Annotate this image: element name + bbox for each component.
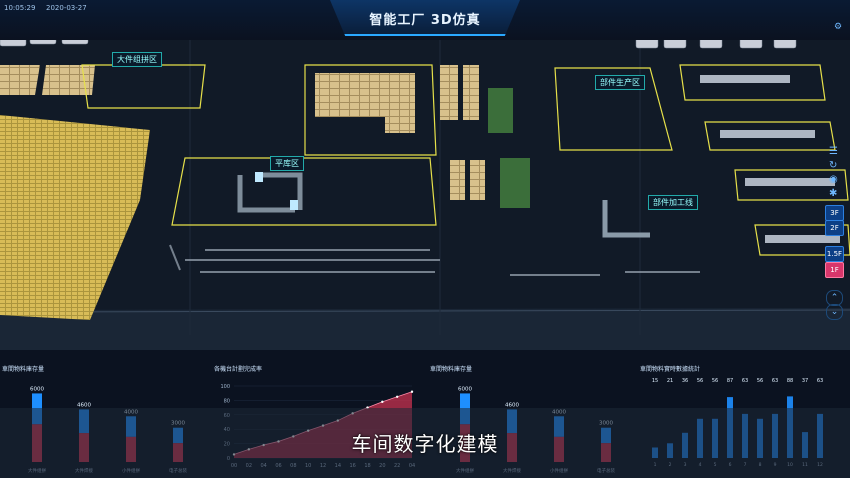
chevron-down-icon[interactable]: ⌄ xyxy=(826,304,843,320)
factory-scene[interactable] xyxy=(0,40,850,350)
data-point xyxy=(381,400,384,404)
bar-value-label: 56 xyxy=(757,378,763,384)
bar-value-label: 4600 xyxy=(77,402,91,408)
bar-value-label: 4600 xyxy=(505,402,519,408)
zone-label-large-assembly[interactable]: 大件组拼区 xyxy=(112,52,162,67)
list-icon[interactable]: ☰ xyxy=(829,146,838,157)
y-tick-label: 100 xyxy=(220,384,230,390)
bar-value-label: 36 xyxy=(682,378,688,384)
bar-value-label: 56 xyxy=(712,378,718,384)
bar-value-label: 63 xyxy=(742,378,748,384)
clock-time: 10:05:29 xyxy=(4,4,36,12)
panel-title: 車間物料庫存量 xyxy=(2,366,45,373)
panel-title: 各機台計劃完成率 xyxy=(214,366,263,373)
zone-label-parts-production[interactable]: 部件生产区 xyxy=(595,75,645,90)
gear-icon[interactable]: ✱ xyxy=(829,188,838,199)
panel-title: 車間物料實時數據統計 xyxy=(640,366,701,373)
subtitle-backdrop xyxy=(0,408,850,478)
video-subtitle: 车间数字化建模 xyxy=(351,432,499,456)
data-point xyxy=(410,390,414,393)
bar-value-label: 21 xyxy=(667,378,673,384)
bar-value-label: 87 xyxy=(727,378,733,384)
floor-button-1-5f[interactable]: 1.5F xyxy=(825,246,844,262)
settings-icon[interactable]: ⚙ xyxy=(834,22,843,32)
bar-value-label: 15 xyxy=(652,378,658,384)
zone-label-parts-processing[interactable]: 部件加工线 xyxy=(648,195,698,210)
bar-value-label: 6000 xyxy=(458,386,472,392)
refresh-icon[interactable]: ↻ xyxy=(829,160,838,171)
data-point xyxy=(395,395,399,398)
chevron-up-icon[interactable]: ⌃ xyxy=(826,290,843,306)
floor-button-1f[interactable]: 1F xyxy=(825,262,844,278)
bar-value-label: 56 xyxy=(697,378,703,384)
panel-title: 車間物料庫存量 xyxy=(430,366,473,373)
title-plate xyxy=(330,0,520,36)
floor-button-3f[interactable]: 3F xyxy=(825,205,844,221)
floor-button-2f[interactable]: 2F xyxy=(825,220,844,236)
bar-value-label: 37 xyxy=(802,378,808,384)
bar-value-label: 88 xyxy=(787,378,793,384)
bar-value-label: 63 xyxy=(772,378,778,384)
camera-icon[interactable]: ◉ xyxy=(829,174,838,185)
clock-date: 2020-03-27 xyxy=(46,4,87,12)
page-title: 智能工厂 3D仿真 xyxy=(369,13,481,28)
y-tick-label: 80 xyxy=(224,398,230,404)
bar-value-label: 63 xyxy=(817,378,823,384)
bar-value-label: 6000 xyxy=(30,386,44,392)
zone-label-flat-storage[interactable]: 平库区 xyxy=(270,156,304,171)
